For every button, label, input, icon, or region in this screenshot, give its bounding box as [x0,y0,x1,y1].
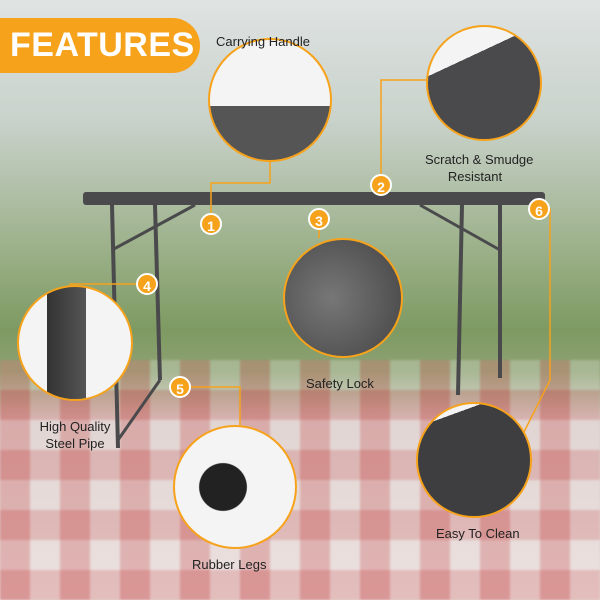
badge-6: 6 [528,198,550,220]
safety-lock-photo [283,238,403,358]
steel-pipe-photo [17,285,133,401]
label-carrying-handle: Carrying Handle [216,34,310,49]
label-easy-to-clean: Easy To Clean [436,526,520,541]
label-line: High Quality [39,419,111,434]
badge-2: 2 [370,174,392,196]
label-line: Scratch & Smudge [425,152,534,167]
badge-5: 5 [169,376,191,398]
scratch-resistant-photo [426,25,542,141]
easy-to-clean-photo [416,402,532,518]
rubber-legs-photo [173,425,297,549]
badge-1: 1 [200,213,222,235]
label-rubber-legs: Rubber Legs [192,557,267,572]
carrying-handle-photo [208,38,332,162]
label-safety-lock: Safety Lock [306,376,374,391]
badge-3: 3 [308,208,330,230]
features-banner: FEATURES [0,18,200,73]
label-line: Steel Pipe [45,436,105,451]
badge-4: 4 [136,273,158,295]
label-line: Resistant [447,169,503,184]
